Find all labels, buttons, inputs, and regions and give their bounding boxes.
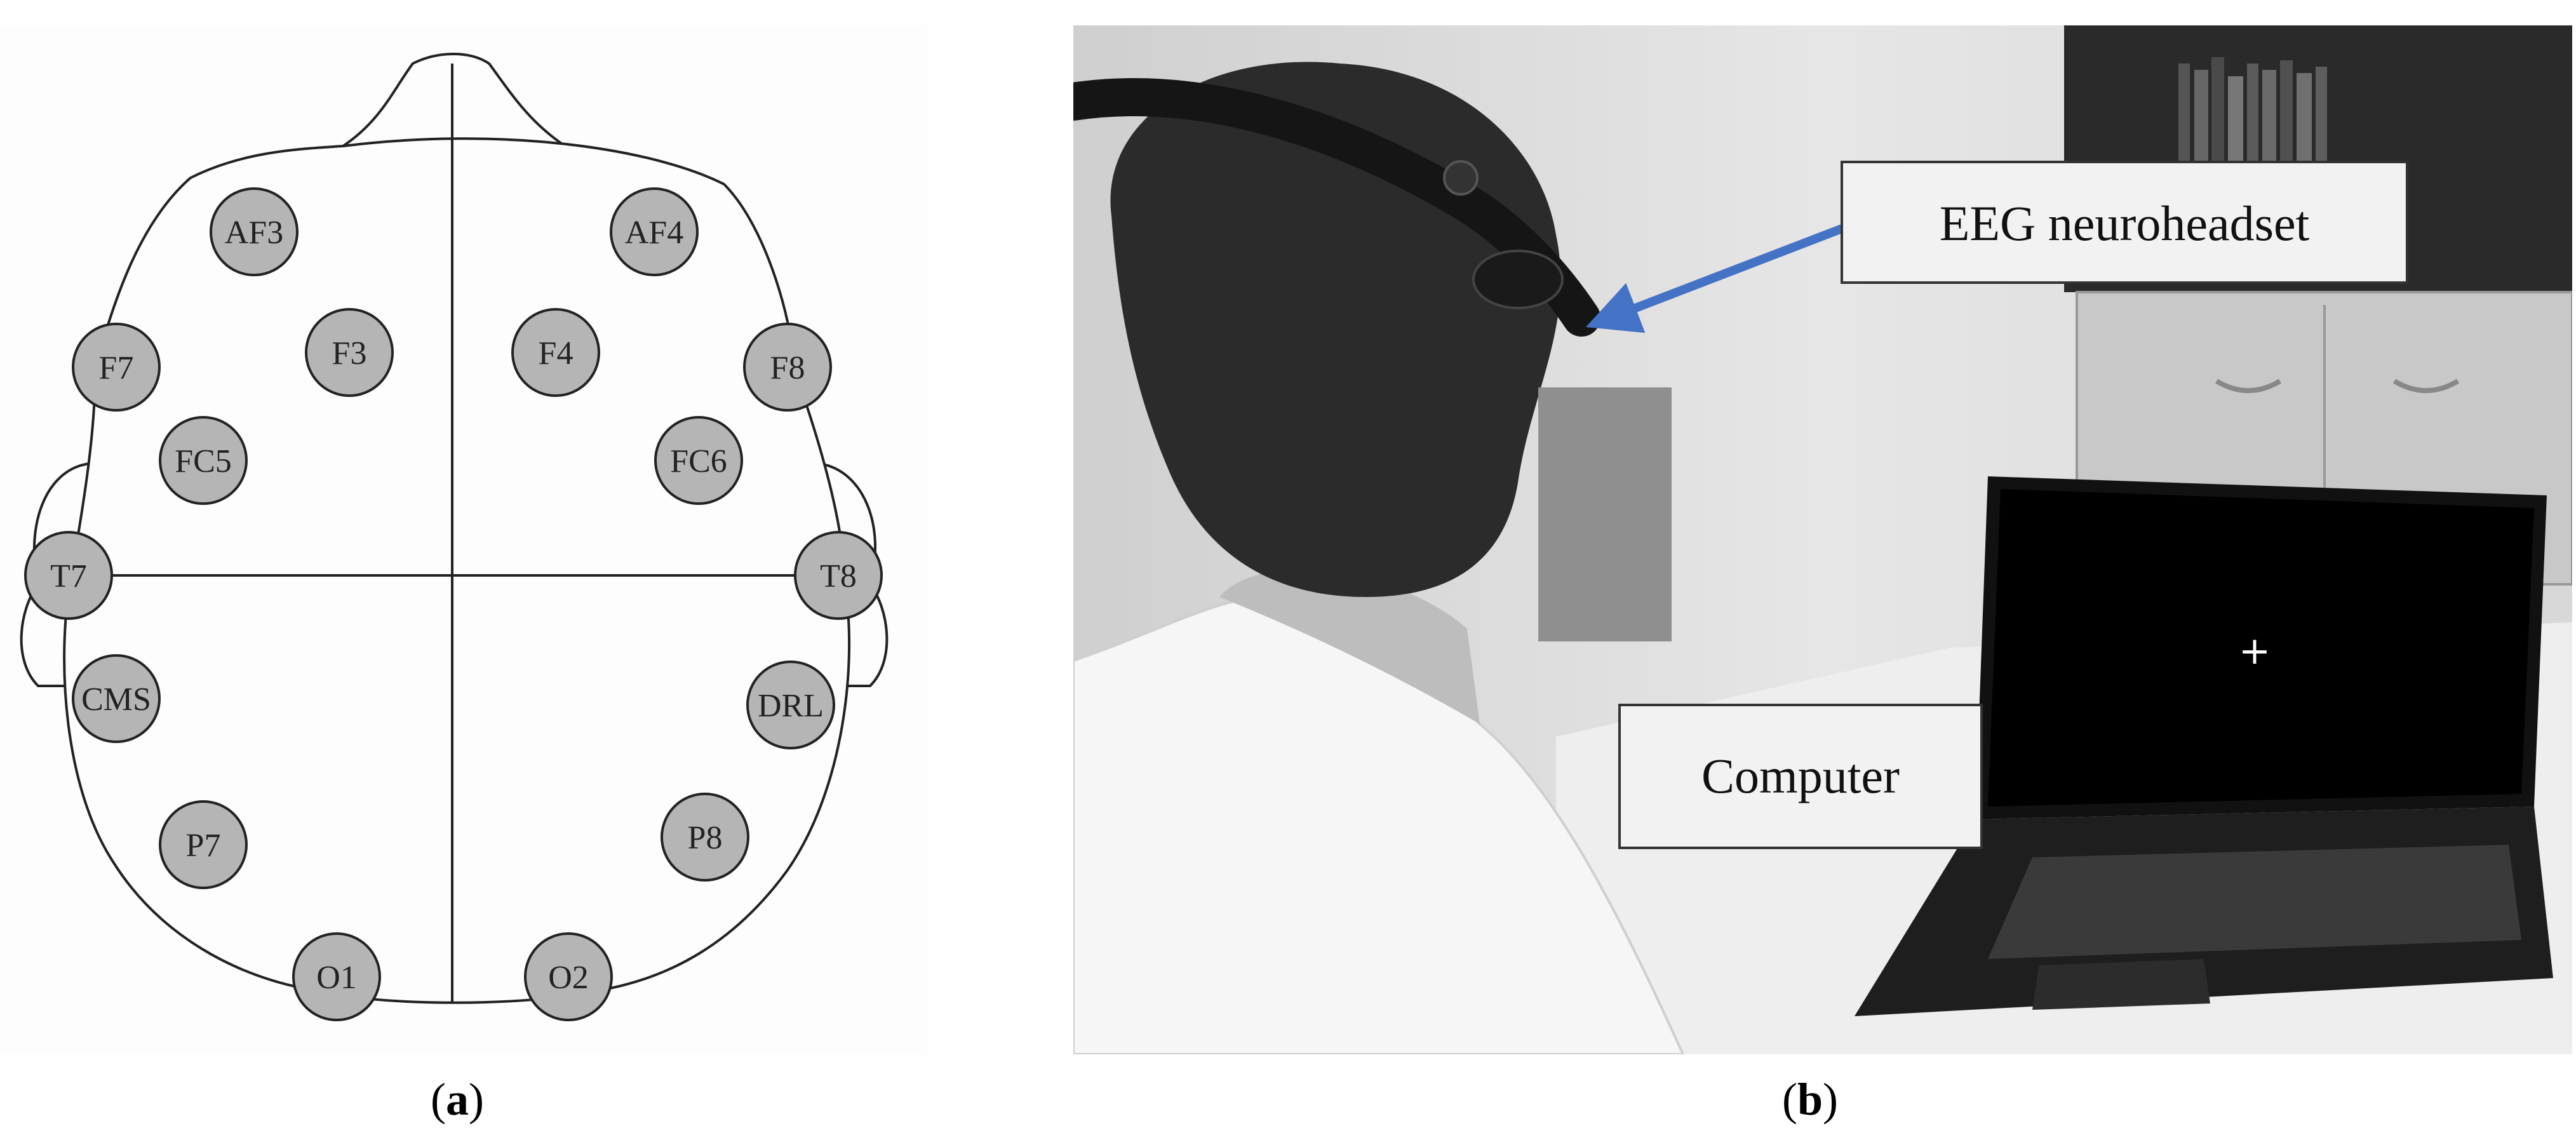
headset-callout-box (1841, 161, 2408, 284)
electrode-label-fc6: FC6 (670, 443, 727, 480)
electrode-label-af3: AF3 (225, 215, 283, 251)
electrode-o2 (524, 932, 613, 1021)
laptop: + (1855, 476, 2553, 1016)
electrode-o1 (292, 932, 381, 1021)
electrode-t8 (794, 531, 883, 620)
electrode-fc5 (159, 416, 248, 505)
electrode-label-cms: CMS (81, 681, 151, 718)
electrode-f3 (305, 308, 394, 397)
laptop-screen (1988, 489, 2534, 807)
electrode-label-f3: F3 (332, 335, 367, 372)
electrode-label-f7: F7 (99, 350, 134, 386)
cabinet-handle-left (2215, 379, 2282, 393)
caption-b: (b) (1781, 1074, 1838, 1125)
electrode-label-o2: O2 (548, 960, 589, 996)
cabinet-handle-right (2392, 379, 2460, 393)
blurred-face (1538, 387, 1672, 641)
laptop-keyboard (1988, 845, 2521, 959)
experiment-photo: + EEG neuroheadset Computer (1073, 25, 2572, 1054)
electrode-label-f8: F8 (770, 350, 805, 386)
fixation-cross: + (2239, 629, 2271, 673)
nose-outline (342, 53, 567, 147)
caption-a-letter: a (446, 1074, 469, 1125)
computer-callout-label: Computer (1701, 748, 1900, 803)
electrode-cms (72, 654, 161, 743)
computer-callout-box (1618, 704, 1983, 849)
caption-a: (a) (431, 1074, 484, 1125)
electrode-t7 (24, 531, 113, 620)
laptop-touchpad (2032, 959, 2210, 1010)
electrode-label-t7: T7 (50, 558, 87, 594)
photo-svg: + EEG neuroheadset Computer (1073, 25, 2572, 1054)
electrode-p7 (159, 800, 248, 889)
electrode-af3 (210, 187, 299, 276)
eeg-headset-module (1472, 250, 1564, 309)
electrode-f4 (511, 308, 600, 397)
electrode-label-fc5: FC5 (175, 443, 232, 480)
electrode-label-drl: DRL (758, 688, 824, 724)
electrode-f7 (72, 323, 161, 412)
electrode-label-o1: O1 (316, 960, 357, 996)
electrode-label-f4: F4 (539, 335, 574, 372)
electrode-label-t8: T8 (820, 558, 857, 594)
electrode-label-af4: AF4 (625, 215, 683, 251)
caption-b-letter: b (1797, 1074, 1823, 1125)
electrode-label-p7: P7 (186, 828, 221, 864)
electrode-label-p8: P8 (688, 820, 723, 856)
electrode-p8 (661, 793, 749, 882)
electrode-fc6 (654, 416, 743, 505)
headset-callout-label: EEG neuroheadset (1940, 196, 2310, 251)
electrode-f8 (743, 323, 832, 412)
person-neck (1219, 569, 1480, 724)
headset-arrow (1585, 224, 1844, 333)
eeg-sensor (1443, 160, 1479, 196)
electrode-af4 (610, 187, 699, 276)
electrode-drl (746, 661, 835, 749)
